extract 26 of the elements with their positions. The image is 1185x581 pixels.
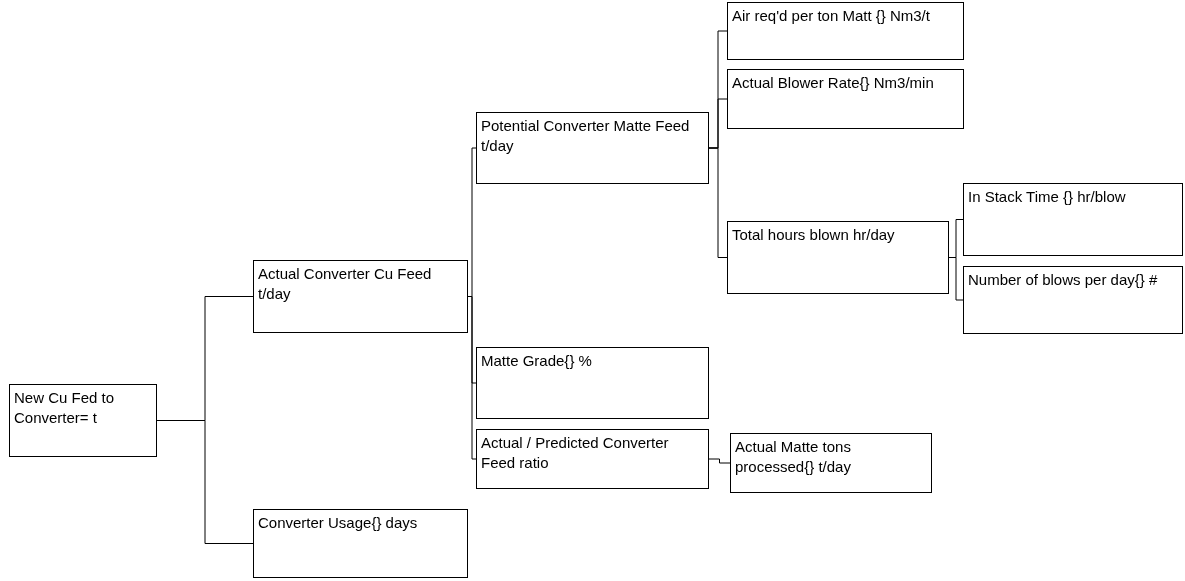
text-box bbox=[727, 221, 949, 294]
box-text: Converter Usage{} days bbox=[258, 513, 419, 533]
text-box bbox=[730, 433, 932, 493]
box-text: New Cu Fed to Converter= t bbox=[14, 388, 116, 428]
text-box bbox=[9, 384, 157, 457]
text-box bbox=[476, 112, 709, 184]
box-text: Actual Converter Cu Feed t/day bbox=[258, 264, 433, 304]
text-box bbox=[963, 183, 1183, 256]
connector-line bbox=[708, 147, 728, 258]
text-box bbox=[476, 347, 709, 419]
box-text: In Stack Time {} hr/blow bbox=[968, 187, 1127, 207]
text-box bbox=[253, 260, 468, 333]
box-text: Actual Matte tons processed{} t/day bbox=[735, 437, 852, 477]
text-box bbox=[476, 429, 709, 489]
box-text: Matte Grade{} % bbox=[481, 351, 593, 371]
box-text: Number of blows per day{} # bbox=[968, 270, 1159, 290]
text-box bbox=[963, 266, 1183, 334]
box-text: Actual / Predicted Converter Feed ratio bbox=[481, 433, 670, 473]
text-box bbox=[253, 509, 468, 578]
box-text: Air req'd per ton Matt {} Nm3/t bbox=[732, 6, 931, 26]
box-text: Actual Blower Rate{} Nm3/min bbox=[732, 73, 935, 93]
text-box bbox=[727, 2, 964, 60]
box-text: Potential Converter Matte Feed t/day bbox=[481, 116, 691, 156]
box-text: Total hours blown hr/day bbox=[732, 225, 896, 245]
connector-line bbox=[708, 458, 731, 464]
text-box bbox=[727, 69, 964, 129]
